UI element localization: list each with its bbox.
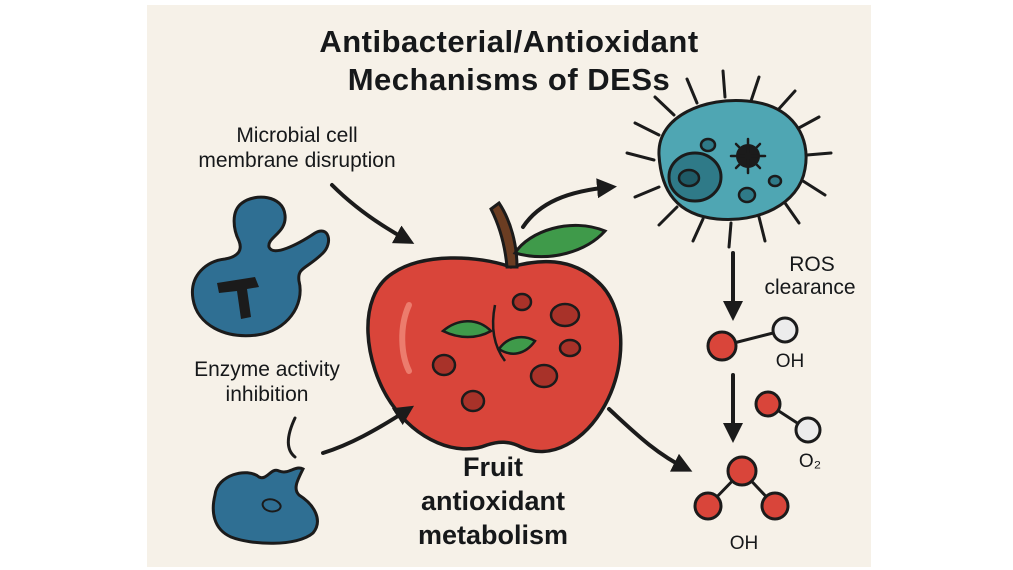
diagram-artwork [190,69,833,545]
arrows [321,178,743,472]
fruit-metabolism-label-line1: Fruit [463,452,523,482]
arrow-apple-to-microbe [521,178,617,229]
microbe-icon [625,69,833,249]
motion-stroke [286,416,297,459]
apple-icon [366,200,623,454]
diagram-title-line2: Mechanisms of DESs [347,62,671,97]
fruit-metabolism-label-line3: metabolism [417,520,569,550]
ros-clearance-label-line1: ROS [789,253,835,276]
hydroxyl-molecule-bottom [693,455,790,521]
membrane-disruption-label-line2: membrane disruption [198,149,396,172]
hydroxyl-molecule-top [706,316,799,362]
arrow-membrane-to-apple [330,183,415,244]
diagram-canvas: Antibacterial/Antioxidant Mechanisms of … [147,5,871,567]
oh-label-bottom: OH [729,533,759,554]
fruit-metabolism-label-line2: antioxidant [420,486,565,516]
enzyme-inhibition-label-line2: inhibition [225,383,309,406]
membrane-disruption-label-line1: Microbial cell [236,124,358,147]
arrow-apple-to-molecule [607,407,693,472]
enzyme-inhibition-label-line1: Enzyme activity [194,358,340,381]
oh-label-top: OH [775,351,805,372]
enzyme-icon [190,195,331,338]
o2-label: O₂ [798,451,822,472]
diagram-title-line1: Antibacterial/Antioxidant [319,24,699,59]
oxygen-molecule [754,390,822,444]
ros-clearance-label-line2: clearance [764,276,856,299]
enzyme-blob-icon [211,466,319,545]
arrow-enzyme-to-apple [321,405,415,455]
